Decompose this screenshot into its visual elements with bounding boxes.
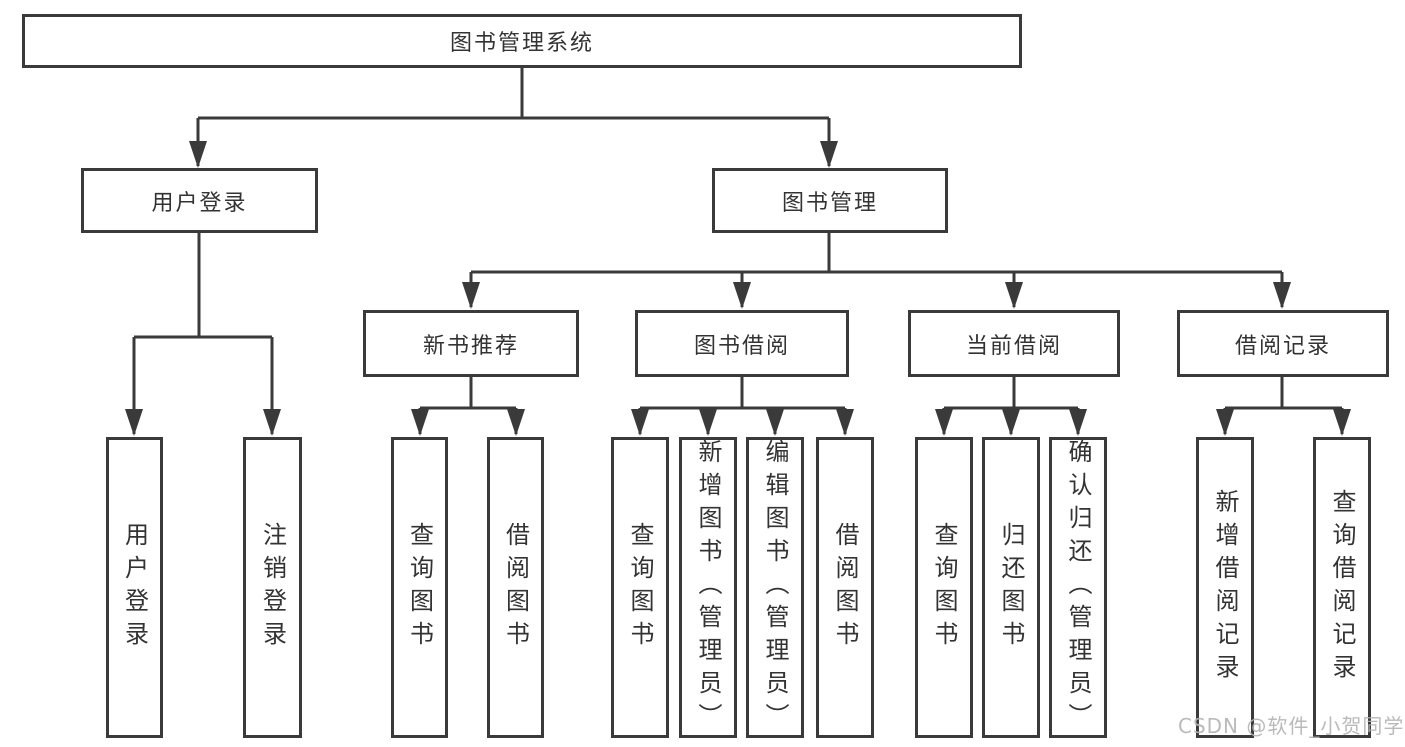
node-leaf-user-login: 用户登录 bbox=[106, 437, 163, 738]
node-leaf-query-books-borrow-label: 查询图书 bbox=[626, 521, 654, 654]
node-root-label: 图书管理系统 bbox=[449, 31, 594, 56]
node-leaf-borrow-books-recommend: 借阅图书 bbox=[487, 437, 544, 738]
node-leaf-borrow-books-recommend-label: 借阅图书 bbox=[501, 521, 530, 654]
node-leaf-add-book-admin: 新增图书（管理员） bbox=[679, 437, 737, 738]
node-leaf-query-books-recommend: 查询图书 bbox=[391, 437, 448, 738]
node-leaf-add-borrow-record: 新增借阅记录 bbox=[1196, 437, 1254, 738]
node-user-login-branch: 用户登录 bbox=[81, 168, 318, 233]
node-root: 图书管理系统 bbox=[22, 14, 1022, 68]
node-current-borrow: 当前借阅 bbox=[908, 310, 1120, 377]
node-leaf-borrow-books-label: 借阅图书 bbox=[831, 521, 859, 654]
node-current-borrow-label: 当前借阅 bbox=[965, 333, 1062, 359]
node-leaf-query-borrow-record-label: 查询借阅记录 bbox=[1328, 488, 1356, 687]
node-borrow-records: 借阅记录 bbox=[1177, 310, 1389, 377]
node-leaf-return-books-label: 归还图书 bbox=[997, 521, 1025, 654]
node-book-borrow-label: 图书借阅 bbox=[693, 333, 790, 359]
node-leaf-query-borrow-record: 查询借阅记录 bbox=[1313, 437, 1371, 738]
node-book-management-branch: 图书管理 bbox=[712, 168, 948, 233]
node-leaf-query-books-borrow: 查询图书 bbox=[611, 437, 669, 738]
node-leaf-user-login-label: 用户登录 bbox=[120, 521, 149, 654]
node-book-borrow: 图书借阅 bbox=[635, 310, 849, 377]
node-leaf-edit-book-admin-label: 编辑图书（管理员） bbox=[761, 439, 789, 736]
node-borrow-records-label: 借阅记录 bbox=[1234, 333, 1331, 359]
node-leaf-logout-label: 注销登录 bbox=[258, 521, 287, 654]
node-leaf-query-books-recommend-label: 查询图书 bbox=[405, 521, 434, 654]
node-leaf-add-borrow-record-label: 新增借阅记录 bbox=[1211, 488, 1239, 687]
node-leaf-logout: 注销登录 bbox=[243, 437, 302, 738]
node-leaf-confirm-return-admin: 确认归还（管理员） bbox=[1049, 437, 1107, 738]
node-book-management-branch-label: 图书管理 bbox=[781, 190, 878, 216]
node-user-login-branch-label: 用户登录 bbox=[151, 190, 248, 216]
node-leaf-query-books-current: 查询图书 bbox=[915, 437, 973, 738]
node-leaf-query-books-current-label: 查询图书 bbox=[930, 521, 958, 654]
node-leaf-return-books: 归还图书 bbox=[982, 437, 1040, 738]
node-new-book-recommend-label: 新书推荐 bbox=[422, 333, 519, 359]
node-leaf-confirm-return-admin-label: 确认归还（管理员） bbox=[1064, 439, 1092, 736]
node-new-book-recommend: 新书推荐 bbox=[363, 310, 579, 377]
node-leaf-edit-book-admin: 编辑图书（管理员） bbox=[746, 437, 804, 738]
node-leaf-add-book-admin-label: 新增图书（管理员） bbox=[694, 439, 722, 736]
node-leaf-borrow-books: 借阅图书 bbox=[816, 437, 874, 738]
csdn-watermark: CSDN @软件_小贺同学 bbox=[1178, 714, 1405, 738]
